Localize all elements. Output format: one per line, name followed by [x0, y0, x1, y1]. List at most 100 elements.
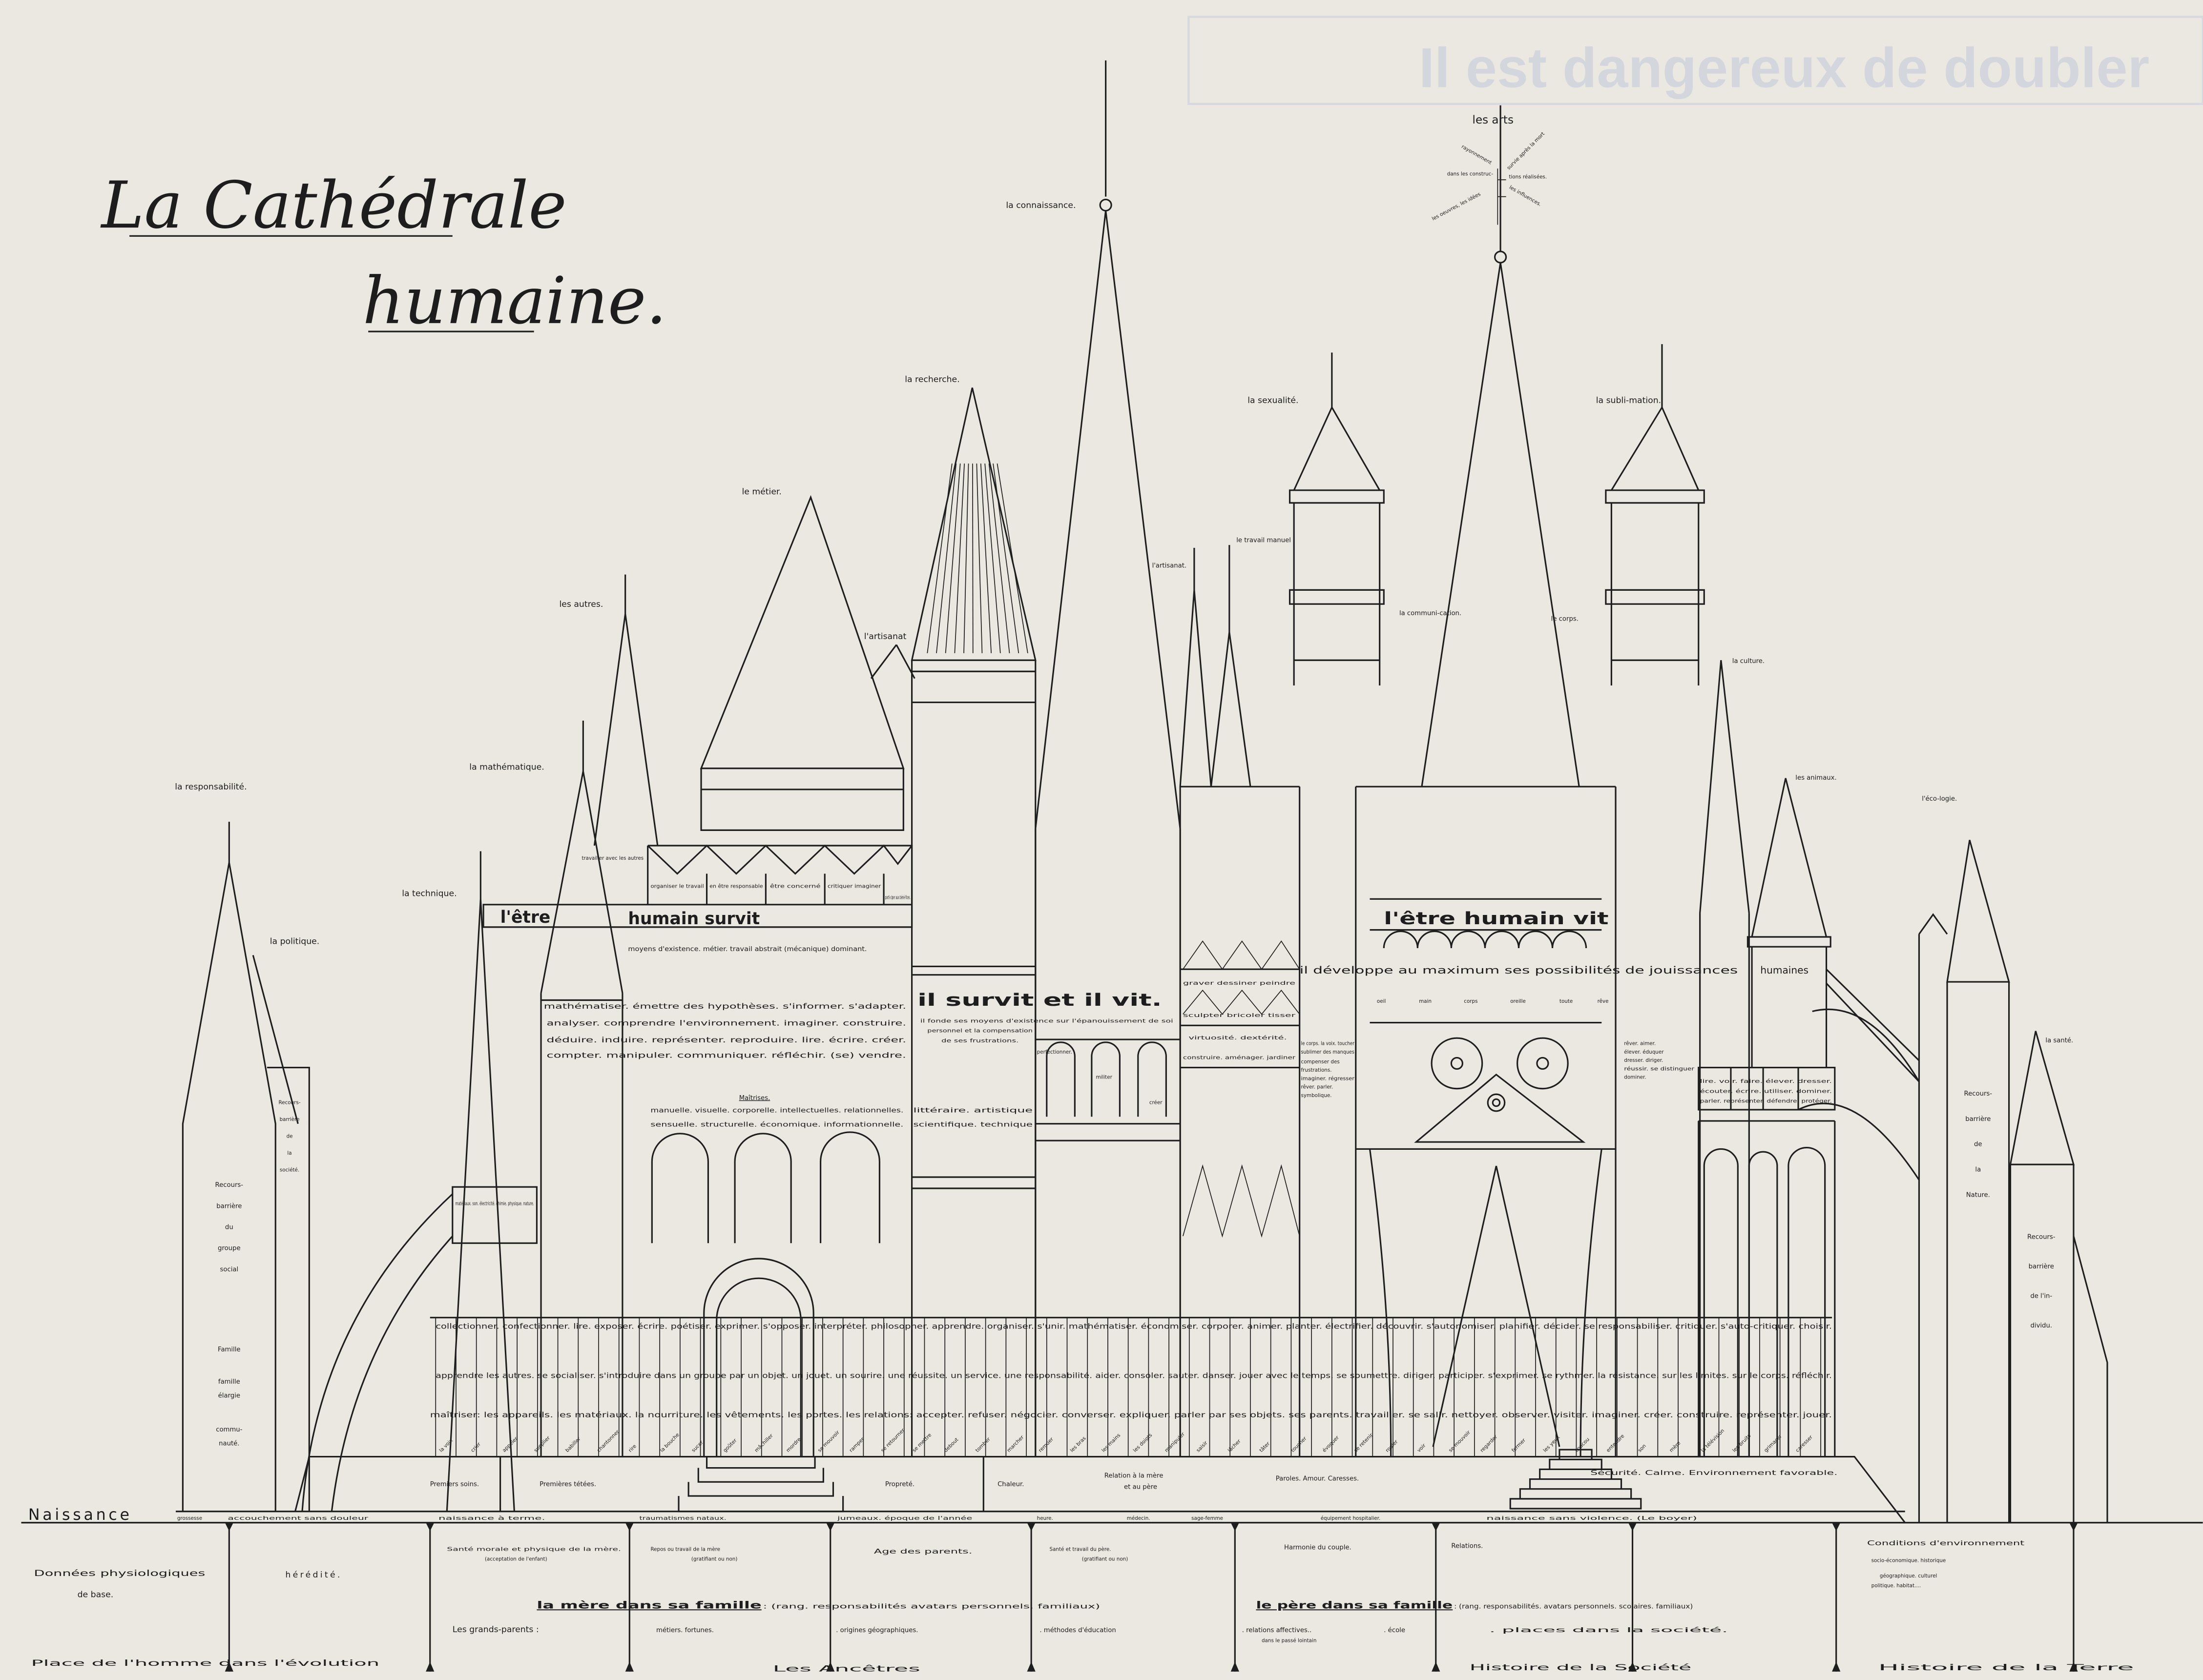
- recours-labels: Recours- barrière du groupe social Recou…: [215, 1090, 2056, 1447]
- platform-label: Propreté.: [885, 1480, 914, 1488]
- sante-mere: (acceptation de l'enfant): [485, 1556, 547, 1562]
- banner-etre: l'être: [500, 908, 551, 927]
- platform-label: et au père: [1124, 1483, 1157, 1491]
- rib-line: [963, 463, 969, 653]
- maitrises-line: sensuelle. structurelle. économique. inf…: [650, 1120, 903, 1128]
- skills-line: analyser. comprendre l'environnement. im…: [547, 1018, 907, 1027]
- science-box-text: matériaux. son. électricité. chimie. phy…: [456, 1201, 534, 1207]
- famille-line: nauté.: [219, 1440, 239, 1448]
- bottom-axis: Place de l'homme dans l'évolution Les An…: [31, 1659, 2134, 1674]
- platform-label: Premiers soins.: [430, 1481, 479, 1488]
- sense-label: main: [1419, 998, 1432, 1004]
- craft-line: graver dessiner peindre: [1183, 980, 1295, 986]
- birth-item: sage-femme: [1191, 1515, 1223, 1521]
- sense-label: toute: [1559, 998, 1573, 1004]
- skills-line: mathématiser. émettre des hypothèses. s'…: [544, 1002, 906, 1011]
- title-line-2: humaine.: [363, 264, 667, 339]
- conditions-line: socio-économique. historique: [1871, 1557, 1946, 1563]
- recours-line: barrière: [216, 1202, 242, 1210]
- label-communication: la communi-cation.: [1399, 610, 1461, 617]
- birth-item: heure.: [1037, 1515, 1053, 1521]
- sublimer-line: symbolique.: [1301, 1093, 1332, 1099]
- sante-pere: Santé et travail du père.: [1050, 1546, 1111, 1552]
- harmonie-couple: Harmonie du couple.: [1284, 1544, 1351, 1551]
- sante-pere: (gratifiant ou non): [1082, 1556, 1128, 1562]
- platform-label: Chaleur.: [998, 1481, 1024, 1488]
- recours-line: social: [220, 1266, 238, 1273]
- rib-line: [927, 463, 953, 653]
- survit-box-label: travailler avec les autres: [582, 855, 644, 861]
- sublimer-line: sublimer des manques: [1301, 1049, 1354, 1055]
- label-travail-manuel: le travail manuel: [1236, 537, 1291, 544]
- label-arts: les arts: [1473, 114, 1514, 126]
- grands-parents-item: . relations affectives..: [1242, 1627, 1312, 1634]
- mere-dans-famille: la mère dans sa famille: [537, 1599, 761, 1611]
- label-culture: la culture.: [1732, 658, 1765, 665]
- famille-labels: Famille famille élargie commu- nauté.: [216, 1346, 242, 1448]
- grands-parents-item: . école: [1384, 1626, 1405, 1634]
- skills-line: déduire. induire. représenter. reproduir…: [547, 1036, 907, 1044]
- foundations: Données physiologiques de base. hérédité…: [34, 1540, 2024, 1644]
- craft-line: virtuosité. dextérité.: [1188, 1035, 1287, 1041]
- label-recherche: la recherche.: [905, 375, 959, 385]
- label-mathematique: la mathématique.: [469, 763, 544, 772]
- pere-dans-famille: le père dans sa famille: [1256, 1599, 1453, 1611]
- vit-section: il survit et il vit. il fonde ses moyens…: [650, 909, 1832, 1128]
- bottom-label-terre: Histoire de la Terre: [1878, 1663, 2134, 1673]
- label-technique: la technique.: [402, 889, 457, 899]
- craft-line: sculpter bricoler tisser: [1183, 1013, 1296, 1018]
- pere-detail: : (rang. responsabilités. avatars person…: [1454, 1602, 1693, 1610]
- sense-label: oreille: [1510, 998, 1526, 1004]
- rib-line: [997, 463, 1028, 653]
- recours-line: Recours-: [215, 1182, 244, 1189]
- relations-label: Relations.: [1451, 1543, 1483, 1550]
- birth-row: Naissance grossesse accouchement sans do…: [28, 1506, 1697, 1524]
- label-sexualite: la sexualité.: [1247, 396, 1298, 406]
- famille-line: élargie: [218, 1392, 240, 1400]
- rib-line: [954, 463, 965, 653]
- recours-line: Recours-: [279, 1099, 301, 1105]
- birth-item: grossesse: [177, 1515, 202, 1521]
- headline-survit-vit: il survit et il vit.: [917, 991, 1162, 1010]
- recours-line: la: [287, 1150, 291, 1156]
- label-connaissance: la connaissance.: [1006, 201, 1076, 210]
- naissance-label: Naissance: [28, 1506, 132, 1524]
- dominer-list: rêver. aimer. élever. éduquer dresser. d…: [1624, 1041, 1695, 1080]
- rib-line: [976, 463, 983, 653]
- body-row: collectionner. confectionner. lire. expo…: [436, 1322, 1832, 1331]
- recherche-cone-ribs: [927, 463, 1028, 653]
- sante-mere: Santé morale et physique de la mère.: [447, 1546, 621, 1552]
- developpe-line: il développe au maximum ses possibilités…: [1300, 964, 1738, 976]
- rib-line: [980, 463, 992, 653]
- recours-line: société.: [280, 1167, 299, 1173]
- grands-parents: Les grands-parents :: [453, 1625, 539, 1635]
- recours-line: de l'in-: [2030, 1292, 2052, 1300]
- recours-line: barrière: [2029, 1263, 2054, 1270]
- dominer-line: dominer.: [1624, 1075, 1646, 1080]
- recours-individu: Recours- barrière de l'in- dividu.: [2027, 1234, 2056, 1329]
- arts-verb: militer: [1096, 1075, 1112, 1080]
- body-row: maîtriser: les appareils. les matériaux.…: [430, 1410, 1832, 1419]
- dominer-line: rêver. aimer.: [1624, 1041, 1656, 1047]
- animal-box-line: écouter. écrire. utiliser. dominer.: [1700, 1088, 1832, 1094]
- foundation-dividers: [225, 1522, 2078, 1672]
- recours-line: de: [287, 1133, 293, 1139]
- rib-line: [993, 463, 1019, 653]
- platform-labels: Premiers soins. Premières tétées. Propre…: [430, 1469, 1838, 1491]
- label-sante: la santé.: [2045, 1037, 2073, 1044]
- label-artisanat-2: l'artisanat.: [1152, 562, 1187, 569]
- animal-box-line: lire. voir. faire. élever. dresser.: [1700, 1079, 1832, 1084]
- sublimer-line: le corps. la voix. toucher: [1301, 1041, 1355, 1047]
- banner-etre-humain-vit: l'être humain vit: [1384, 909, 1608, 929]
- moyens-existence: moyens d'existence. métier. travail abst…: [628, 945, 867, 953]
- recours-line: dividu.: [2031, 1322, 2053, 1329]
- grands-parents-item: métiers. fortunes.: [656, 1626, 714, 1634]
- arts-verb: perfectionner.: [1037, 1049, 1072, 1055]
- recours-line: groupe: [218, 1245, 241, 1252]
- arts-ray: dans les construc-: [1447, 171, 1494, 177]
- banner-humain-survit: humain survit: [628, 909, 760, 929]
- vit-subtext: personnel et la compensation: [927, 1028, 1033, 1034]
- body-column-lines: [435, 1317, 1821, 1457]
- sense-label: oeil: [1377, 998, 1386, 1004]
- platform-label: Sécurité. Calme. Environnement favorable…: [1590, 1469, 1837, 1477]
